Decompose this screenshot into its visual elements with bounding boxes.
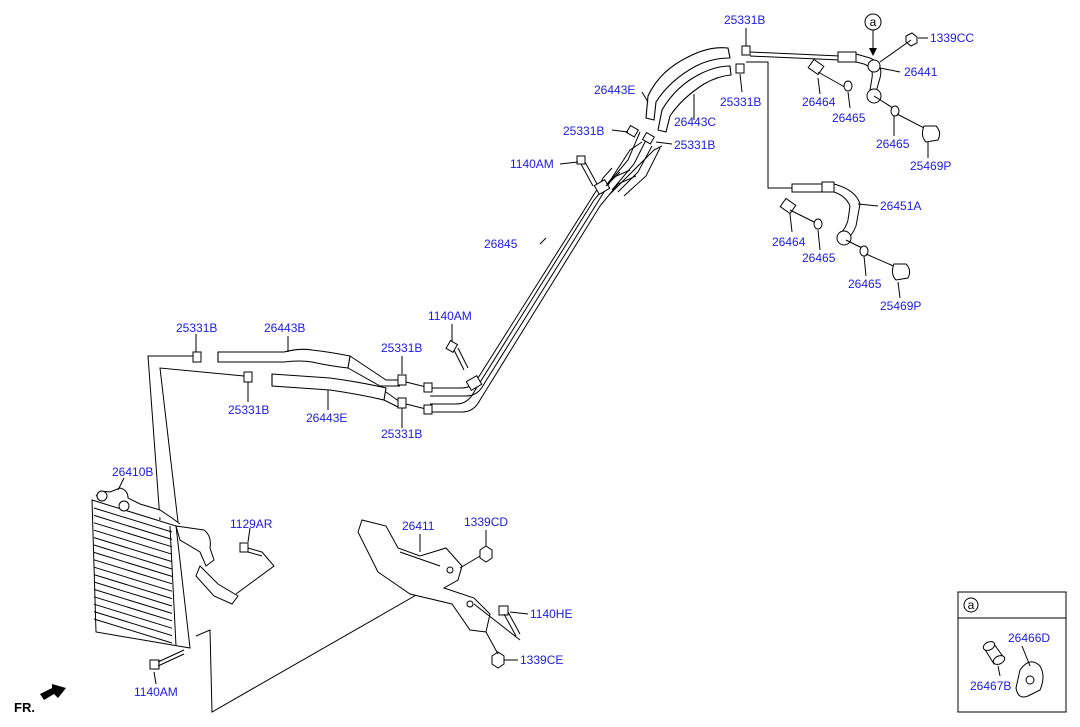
clamp-25331B-m1	[397, 374, 407, 386]
cooler-fin	[93, 507, 173, 533]
hose-26443E-lower	[271, 373, 387, 401]
label-1140AM-a: 1140AM	[510, 157, 554, 171]
label-25331B-r1: 25331B	[720, 95, 761, 109]
label-26410B: 26410B	[112, 465, 153, 479]
bolt-1140AM-a	[576, 155, 598, 187]
clip-26466D	[1015, 661, 1044, 698]
cooler-fin	[93, 603, 173, 629]
nut-1339CC	[905, 32, 918, 47]
fitting-26451A	[791, 181, 861, 246]
bracket-26411	[357, 519, 491, 633]
label-1140HE: 1140HE	[530, 607, 572, 621]
label-26845: 26845	[484, 237, 518, 251]
cooler-fin	[93, 611, 173, 637]
label-26465-c: 26465	[802, 251, 836, 265]
cooler-fin	[93, 544, 173, 570]
clamp-25331B-r2	[641, 131, 656, 145]
clamp-25331B-m2	[397, 397, 407, 409]
label-26441: 26441	[904, 65, 938, 79]
bolt-1140AM-c	[149, 649, 185, 670]
bushing-26467B	[982, 641, 1006, 665]
line-clip	[465, 178, 611, 392]
leader-lines	[117, 28, 929, 685]
label-1339CE: 1339CE	[520, 653, 563, 667]
clamp-25331B-top	[741, 45, 751, 56]
oil-cooler-26410B	[91, 487, 239, 649]
label-1140AM-c: 1140AM	[134, 685, 178, 699]
label-26443B: 26443B	[264, 321, 305, 335]
hose-26443E-upper	[645, 47, 731, 121]
label-26466D: 26466D	[1008, 631, 1050, 645]
fitting-26441	[837, 51, 882, 104]
label-26464-a: 26464	[802, 95, 836, 109]
label-1129AR: 1129AR	[230, 517, 273, 531]
label-25469P-b: 25469P	[880, 299, 921, 313]
clamp-25331B-a	[192, 351, 202, 363]
label-25331B-l2: 25331B	[563, 124, 604, 138]
banjo-bolt-26464-b	[779, 197, 911, 281]
bolt-1140AM-b	[445, 339, 469, 371]
nut-1339CD	[459, 545, 493, 569]
clamp-25331B-r1	[735, 63, 745, 74]
callout-a-text: a	[870, 15, 877, 29]
label-26465-d: 26465	[848, 277, 882, 291]
front-arrow-icon	[40, 684, 66, 700]
cooler-fin	[93, 537, 173, 563]
callout-a-main: a	[864, 13, 882, 56]
label-25331B-m2: 25331B	[381, 427, 422, 441]
label-1339CD: 1339CD	[464, 515, 508, 529]
label-25331B-b: 25331B	[228, 403, 269, 417]
clamp-25331B-b	[243, 371, 253, 383]
cooler-fin	[93, 581, 173, 607]
cooler-fin	[93, 522, 173, 548]
label-25331B-r2: 25331B	[674, 138, 715, 152]
label-26443C: 26443C	[674, 115, 716, 129]
label-25331B-top: 25331B	[724, 13, 765, 27]
detail-inset-a: a 26466D 26467B	[957, 591, 1067, 713]
cooler-fin	[93, 514, 173, 540]
fr-text: FR.	[14, 700, 35, 715]
label-1140AM-b: 1140AM	[428, 309, 472, 323]
hose-26443C	[657, 65, 732, 133]
label-26411: 26411	[402, 519, 435, 533]
cooler-fin	[93, 566, 173, 592]
label-26451A: 26451A	[880, 199, 921, 213]
cooler-fin	[93, 529, 173, 555]
label-25331B-m1: 25331B	[381, 341, 422, 355]
clamp-25331B-l2	[625, 124, 640, 138]
nut-1339CE	[485, 631, 505, 669]
label-25469P-a: 25469P	[910, 159, 951, 173]
rigid-line-26845	[430, 141, 663, 413]
label-26443E-bot: 26443E	[306, 411, 347, 425]
label-26465-a: 26465	[832, 111, 866, 125]
cooler-fin	[93, 574, 173, 600]
hose-26443B	[217, 348, 351, 369]
label-26464-b: 26464	[772, 235, 806, 249]
cooler-fin	[93, 596, 173, 622]
bolt-1140HE	[473, 603, 521, 641]
cooler-fin	[93, 588, 173, 614]
cooler-fin	[93, 618, 173, 644]
label-26467B: 26467B	[970, 679, 1011, 693]
banjo-bolt-26464-a	[807, 58, 941, 143]
bolt-1129AR	[235, 542, 275, 595]
label-25331B-a: 25331B	[176, 321, 217, 335]
label-26465-b: 26465	[876, 137, 910, 151]
cooler-fin	[93, 551, 173, 577]
cooler-fin	[93, 559, 173, 585]
front-direction-indicator: FR.	[14, 684, 66, 715]
label-26443E-top: 26443E	[594, 83, 635, 97]
callout-a-inset-text: a	[968, 598, 975, 612]
label-1339CC: 1339CC	[930, 31, 974, 45]
